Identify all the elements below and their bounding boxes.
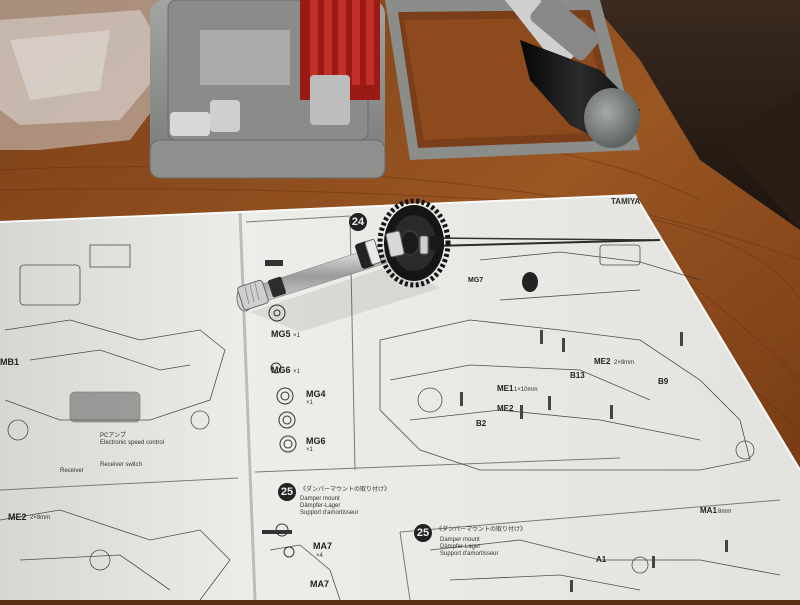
receiver-switch-caption: Receiver switch [100, 462, 143, 468]
part-b9-label: B9 [658, 377, 669, 386]
damper-mount-en-caption-right: Damper mount [440, 537, 480, 543]
part-mg4-qty: ×1 [306, 400, 313, 406]
part-mg6b-qty: ×1 [306, 447, 313, 453]
damper-mount-fr-caption-right: Support d'amortisseur [440, 551, 499, 557]
step-24-badge: 24 [349, 213, 367, 231]
receiver-caption: Receiver [60, 468, 84, 474]
step-25-badge-right: 25 [414, 524, 432, 542]
part-me2-right-qty: 2×8mm [614, 360, 635, 366]
part-mg4-label: MG4 [306, 389, 326, 399]
gear-shaft-assembly [236, 198, 661, 332]
part-mg6-qty: ×1 [293, 369, 300, 375]
part-me2-right-label: ME2 [594, 357, 611, 366]
part-ma7-qty: ×4 [316, 553, 323, 559]
pc-amp-caption: PCアンプ [100, 433, 126, 439]
part-ma7b-label: MA7 [310, 579, 330, 589]
part-mg5-label: MG5 [271, 329, 291, 339]
part-me2-mid-label: ME2 [497, 404, 514, 413]
damper-mount-jp-caption-right: 《ダンパーマウントの取り付け》 [436, 527, 527, 533]
part-mg6b-label: MG6 [306, 436, 326, 446]
part-me2-left-qty: 2×8mm [30, 515, 51, 521]
tamiya-brand: TAMIYA [611, 197, 641, 206]
damper-mount-jp-caption: 《ダンパーマウントの取り付け》 [300, 487, 391, 493]
damper-mount-fr-caption: Support d'amortisseur [300, 510, 359, 516]
step-25-badge-left: 25 [278, 483, 296, 501]
damper-mount-de-caption: Dämpfer-Lager [300, 503, 341, 509]
part-ma1-qty: 8mm [718, 509, 732, 515]
part-a1-label: A1 [596, 555, 607, 564]
part-mg6-label: MG6 [271, 365, 291, 375]
part-mb1-label: MB1 [0, 357, 20, 367]
esc-caption: Electronic speed control [100, 440, 165, 446]
part-me1-qty: 1×10mm [514, 387, 538, 393]
part-ma7-label: MA7 [313, 541, 333, 551]
part-b13-label: B13 [570, 371, 585, 380]
damper-mount-en-caption: Damper mount [300, 496, 340, 502]
damper-mount-de-caption-right: Dämpfer-Lager [440, 544, 481, 550]
part-me1-label: ME1 [497, 384, 514, 393]
part-mg7-label: MG7 [468, 277, 484, 284]
part-me2-left-label: ME2 [8, 512, 27, 522]
part-b2-label: B2 [476, 419, 487, 428]
part-ma1-label: MA1 [700, 506, 717, 515]
part-mg5-qty: ×1 [293, 333, 300, 339]
